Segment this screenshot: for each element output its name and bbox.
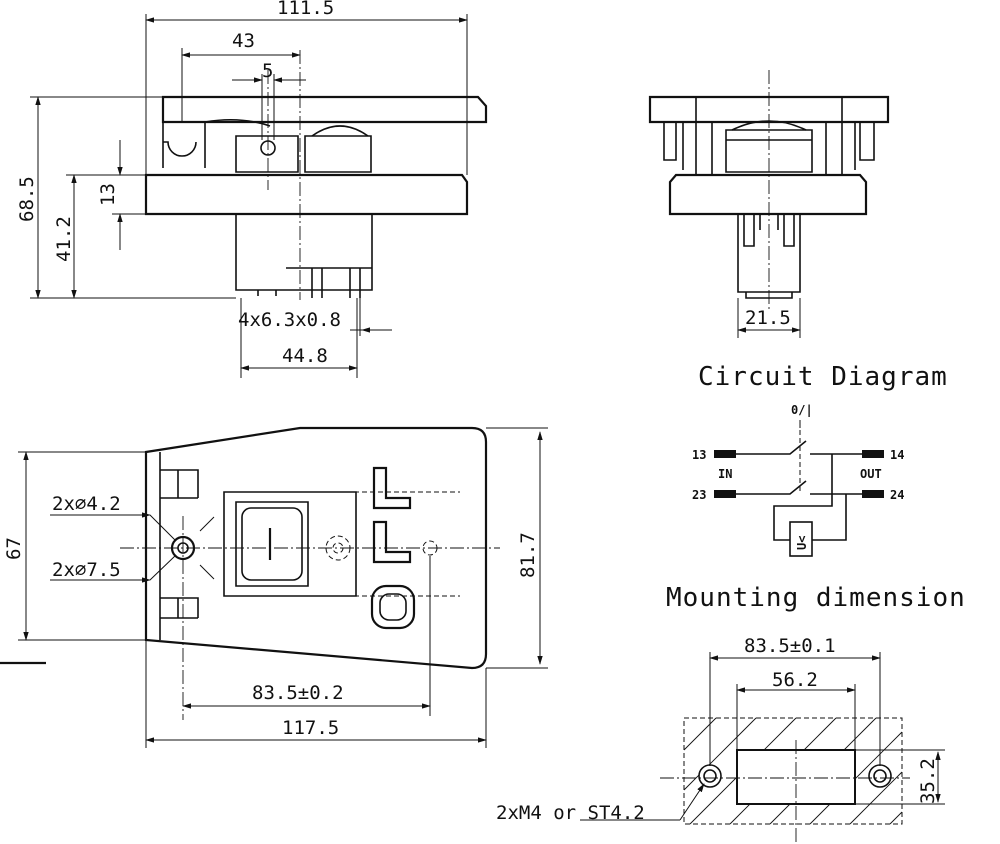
in-label: IN (718, 467, 732, 481)
switch-label: 0/| (791, 403, 813, 417)
t14-label: 14 (890, 448, 904, 462)
mount-hole-pitch: 83.5±0.1 (744, 635, 836, 657)
top-view: 2x∅4.2 2x∅7.5 67 81.7 83.5±0.2 117.5 (0, 426, 548, 748)
dim-height-overall: 68.5 (16, 176, 38, 222)
dim-terminals: 4x6.3x0.8 (238, 309, 341, 331)
dim-height-81-7: 81.7 (517, 532, 539, 578)
dim-flange-13: 13 (97, 183, 119, 206)
dim-width-117-5: 117.5 (282, 717, 339, 739)
dim-height-body: 41.2 (53, 216, 75, 262)
dim-side-base-width: 21.5 (745, 307, 791, 329)
dim-offset-43: 43 (232, 30, 255, 52)
t23-label: 23 (692, 488, 706, 502)
dim-hole-large: 2x∅7.5 (52, 559, 121, 581)
mount-cutout-height: 35.2 (917, 758, 939, 804)
side-view: 21.5 (648, 70, 890, 338)
mount-cutout-width: 56.2 (772, 669, 818, 691)
front-view: 111.5 43 5 68.5 41.2 13 4x6.3x0.8 44.8 (16, 0, 488, 378)
dim-pin-5: 5 (262, 60, 273, 82)
dim-height-67: 67 (3, 537, 25, 560)
dim-hole-pitch: 83.5±0.2 (252, 682, 344, 704)
dim-hole-small: 2x∅4.2 (52, 493, 121, 515)
t24-label: 24 (890, 488, 904, 502)
mount-screw-note: 2xM4 or ST4.2 (496, 802, 645, 824)
t13-label: 13 (692, 448, 706, 462)
circuit-title: Circuit Diagram (698, 362, 948, 392)
dim-base-width: 44.8 (282, 345, 328, 367)
circuit-diagram: Circuit Diagram 0/| 13 23 14 24 IN OUT U… (692, 362, 948, 557)
coil-label: U< (795, 536, 809, 550)
dim-width-overall: 111.5 (277, 0, 334, 19)
mounting-title: Mounting dimension (666, 583, 966, 613)
out-label: OUT (860, 467, 882, 481)
mounting-dimension: Mounting dimension 83.5±0.1 (496, 583, 966, 844)
